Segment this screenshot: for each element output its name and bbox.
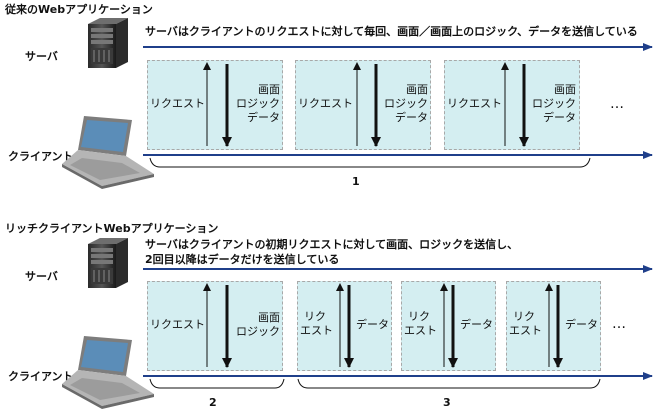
span-bracket — [149, 378, 285, 389]
bracket-label: 1 — [352, 175, 360, 188]
request-label: リク エスト — [300, 310, 333, 337]
span-bracket — [149, 157, 591, 168]
section2-title: リッチクライアントWebアプリケーション — [5, 222, 219, 235]
response-label: データ — [460, 318, 493, 331]
server-tower-icon — [88, 238, 128, 288]
data-request-box — [297, 281, 392, 371]
response-label: データ — [356, 318, 389, 331]
ellipsis: … — [612, 316, 626, 332]
request-label: リク エスト — [404, 310, 437, 337]
section2-server-label: サーバ — [25, 270, 58, 283]
request-response-box — [147, 60, 283, 150]
section1-title: 従来のWebアプリケーション — [5, 3, 153, 16]
request-label: リクエスト — [150, 318, 205, 331]
data-request-box — [401, 281, 496, 371]
request-response-box — [295, 60, 431, 150]
request-response-box — [444, 60, 580, 150]
data-request-box — [506, 281, 601, 371]
request-label: リクエスト — [447, 97, 502, 110]
section2-description-line2: 2回目以降はデータだけを送信している — [145, 253, 340, 266]
ellipsis: … — [610, 96, 624, 112]
response-label: 画面 ロジック データ — [236, 83, 280, 124]
laptop-icon — [62, 116, 154, 189]
response-label: 画面 ロジック データ — [532, 83, 576, 124]
section1-client-label: クライアント — [8, 150, 74, 163]
request-label: リクエスト — [150, 97, 205, 110]
section1-description: サーバはクライアントのリクエストに対して毎回、画面／画面上のロジック、データを送… — [145, 25, 638, 38]
section2-client-label: クライアント — [8, 370, 74, 383]
initial-request-box — [147, 281, 283, 371]
bracket-label: 3 — [443, 396, 451, 409]
section1-server-label: サーバ — [25, 50, 58, 63]
section2-description-line1: サーバはクライアントの初期リクエストに対して画面、ロジックを送信し、 — [145, 238, 519, 251]
laptop-icon — [62, 336, 154, 409]
request-label: リクエスト — [298, 97, 353, 110]
span-bracket — [297, 378, 601, 389]
response-label: 画面 ロジック データ — [384, 83, 428, 124]
response-label: データ — [565, 318, 598, 331]
response-label: 画面 ロジック — [236, 311, 280, 338]
request-label: リク エスト — [509, 310, 542, 337]
server-tower-icon — [88, 18, 128, 68]
bracket-label: 2 — [209, 396, 217, 409]
